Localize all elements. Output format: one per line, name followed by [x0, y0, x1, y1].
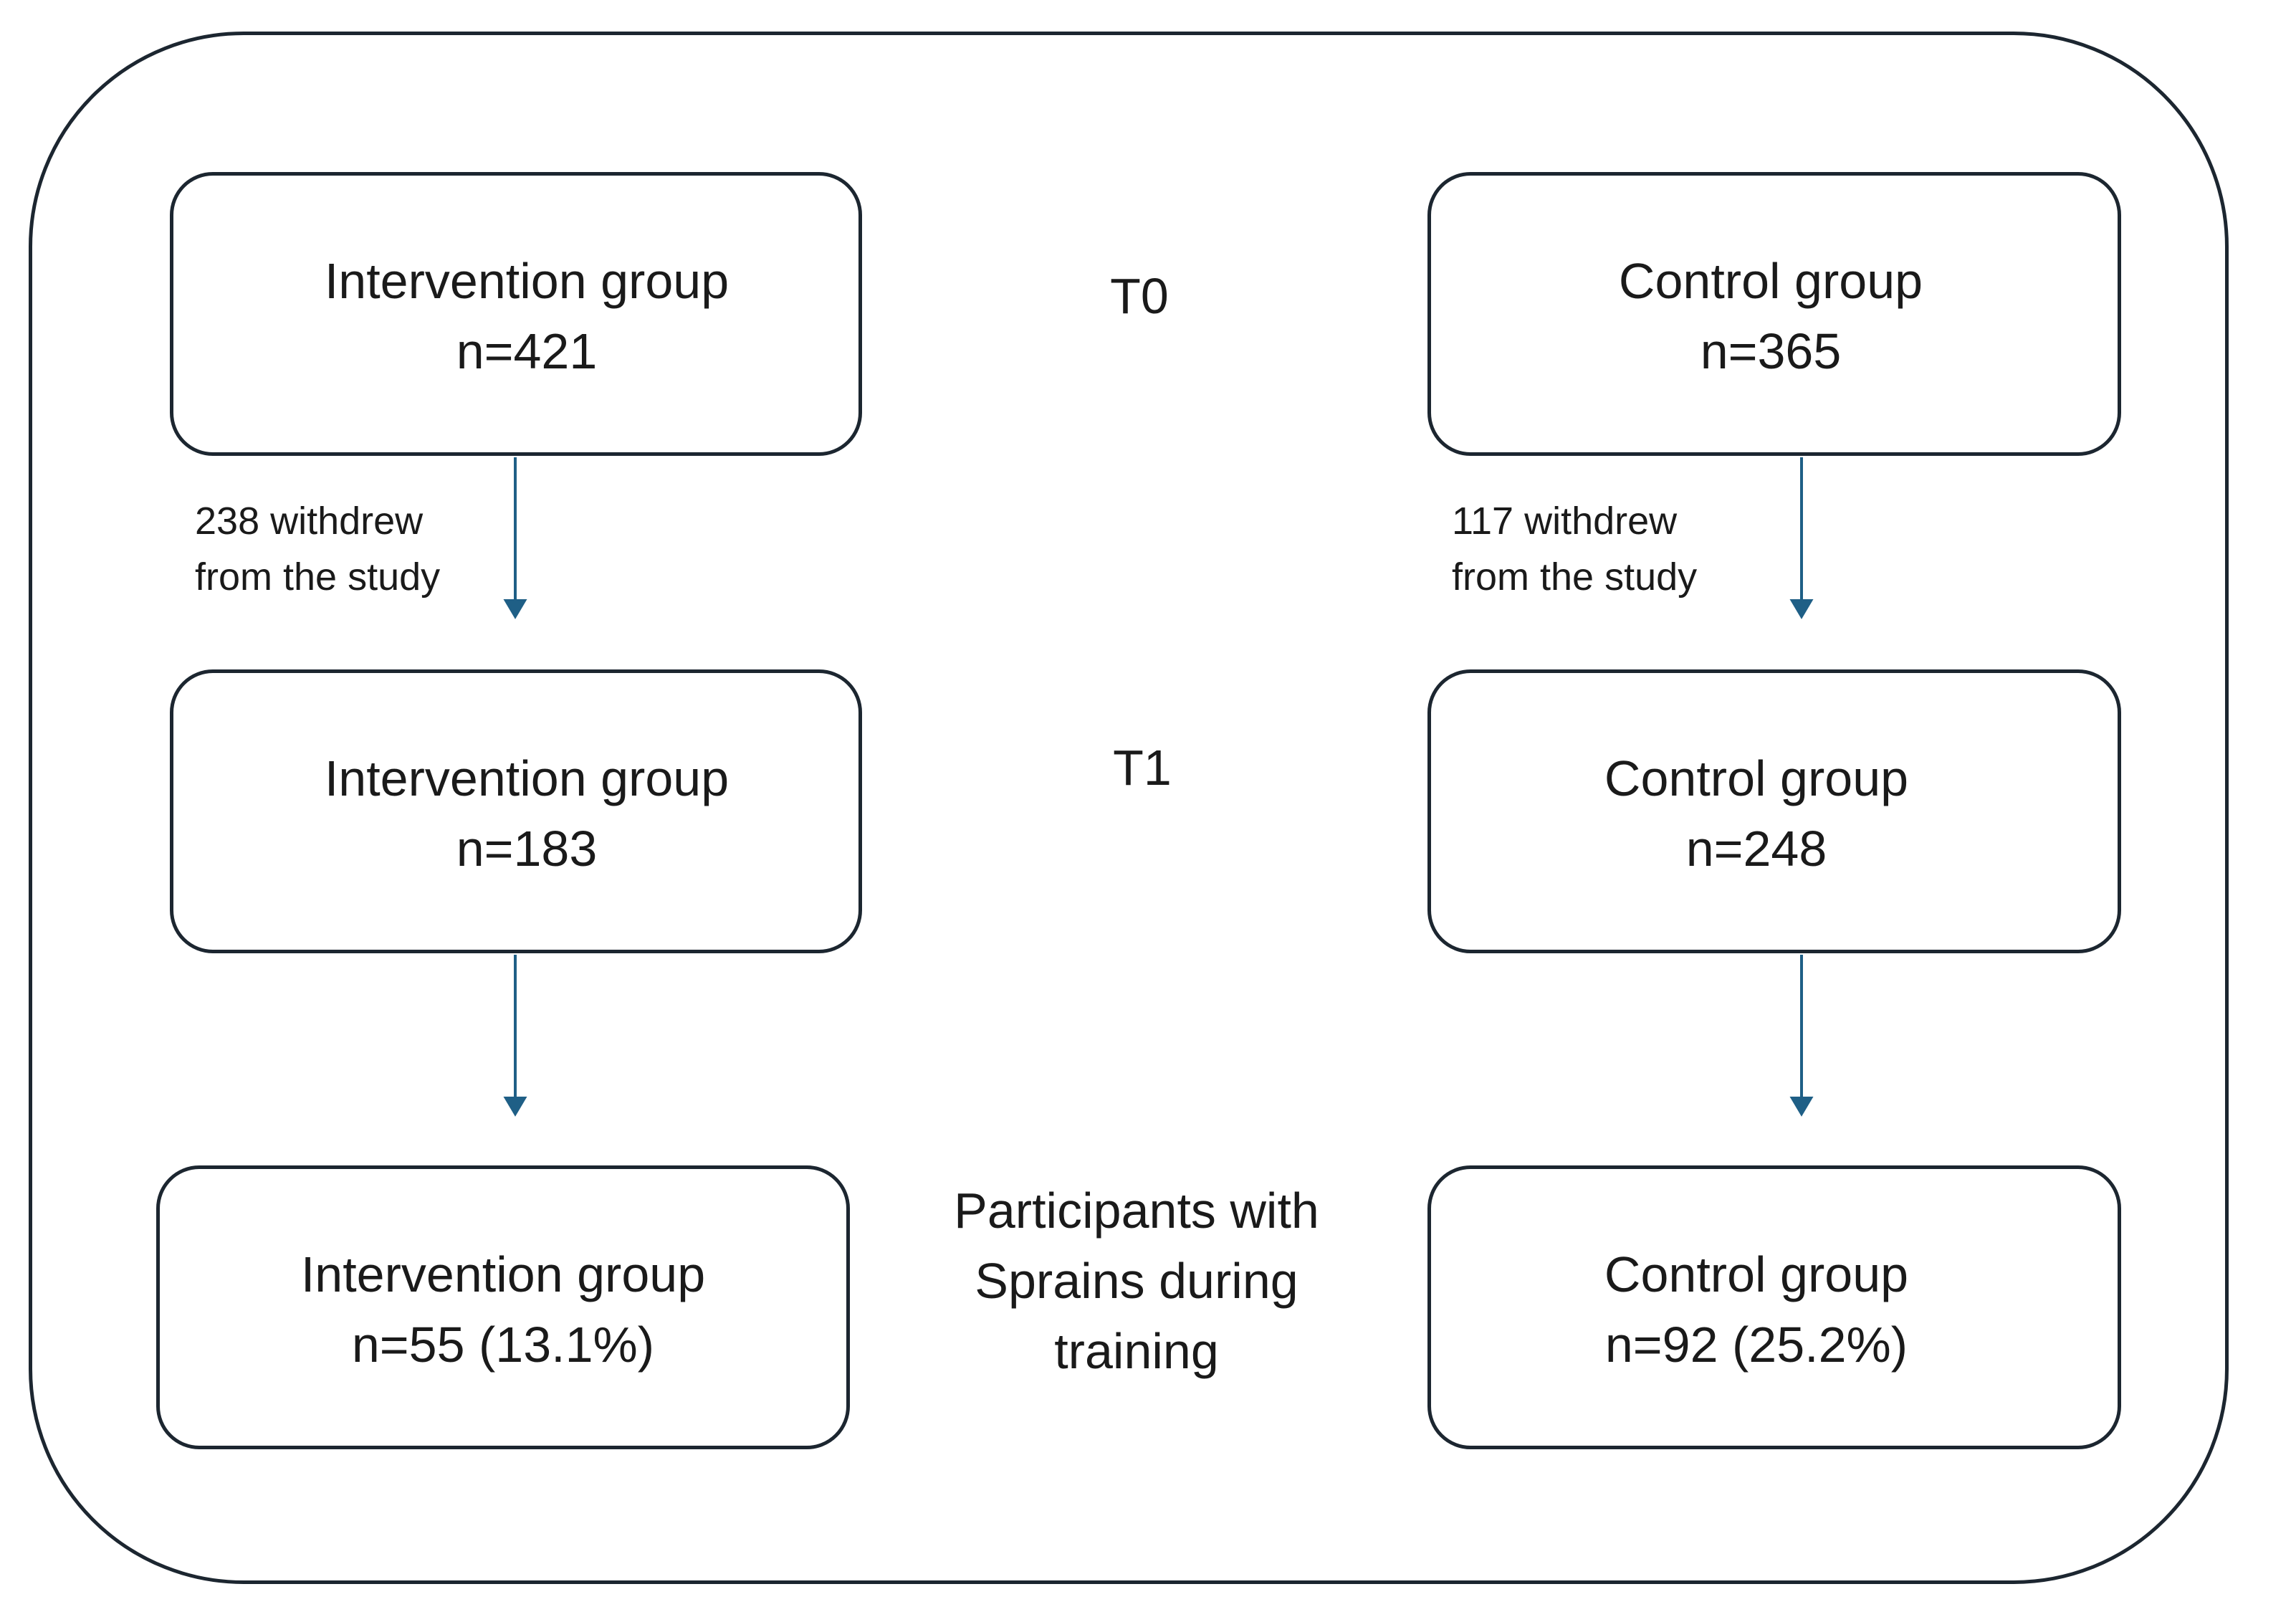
intervention-t1-title: Intervention group [324, 750, 730, 806]
stage-outcome-line-2: Sprains during [975, 1253, 1298, 1309]
control-t0-box: Control group n=365 [1427, 172, 2121, 456]
control-t1-to-outcome-arrowhead [1789, 1097, 1814, 1117]
control-t1-count: n=248 [1685, 821, 1827, 877]
intervention-withdrawal-line-1: 238 withdrew [195, 500, 424, 543]
control-t0-title: Control group [1618, 253, 1923, 309]
intervention-t0-count: n=421 [456, 323, 598, 379]
intervention-t0-title: Intervention group [324, 253, 730, 309]
control-withdrawal-note: 117 withdrew from the study [1452, 493, 1697, 605]
control-t0-count: n=365 [1700, 323, 1842, 379]
intervention-withdrawal-note: 238 withdrew from the study [195, 493, 440, 605]
intervention-withdrawal-line-2: from the study [195, 555, 441, 598]
stage-t0-label: T0 [1110, 268, 1169, 324]
intervention-t0-to-t1-arrowhead [503, 599, 527, 619]
control-t0-to-t1-arrowhead [1789, 599, 1814, 619]
intervention-outcome-box: Intervention group n=55 (13.1%) [156, 1165, 850, 1449]
intervention-outcome-title: Intervention group [300, 1246, 706, 1302]
control-outcome-box: Control group n=92 (25.2%) [1427, 1165, 2121, 1449]
control-withdrawal-line-2: from the study [1452, 555, 1698, 598]
stage-outcome-label: Participants with Sprains during trainin… [886, 1175, 1387, 1386]
control-outcome-count: n=92 (25.2%) [1604, 1317, 1908, 1373]
intervention-t1-to-outcome-arrowhead [503, 1097, 527, 1117]
intervention-t1-box: Intervention group n=183 [170, 669, 862, 953]
control-withdrawal-line-1: 117 withdrew [1452, 500, 1678, 543]
outer-frame [29, 32, 2229, 1584]
control-t1-box: Control group n=248 [1427, 669, 2121, 953]
intervention-t1-count: n=183 [456, 821, 598, 877]
stage-t1-label: T1 [1113, 740, 1172, 796]
stage-outcome-line-3: training [1054, 1323, 1219, 1379]
intervention-t0-box: Intervention group n=421 [170, 172, 862, 456]
intervention-outcome-count: n=55 (13.1%) [351, 1317, 655, 1373]
control-outcome-title: Control group [1604, 1246, 1909, 1302]
stage-outcome-line-1: Participants with [954, 1183, 1319, 1239]
control-t1-title: Control group [1604, 750, 1909, 806]
